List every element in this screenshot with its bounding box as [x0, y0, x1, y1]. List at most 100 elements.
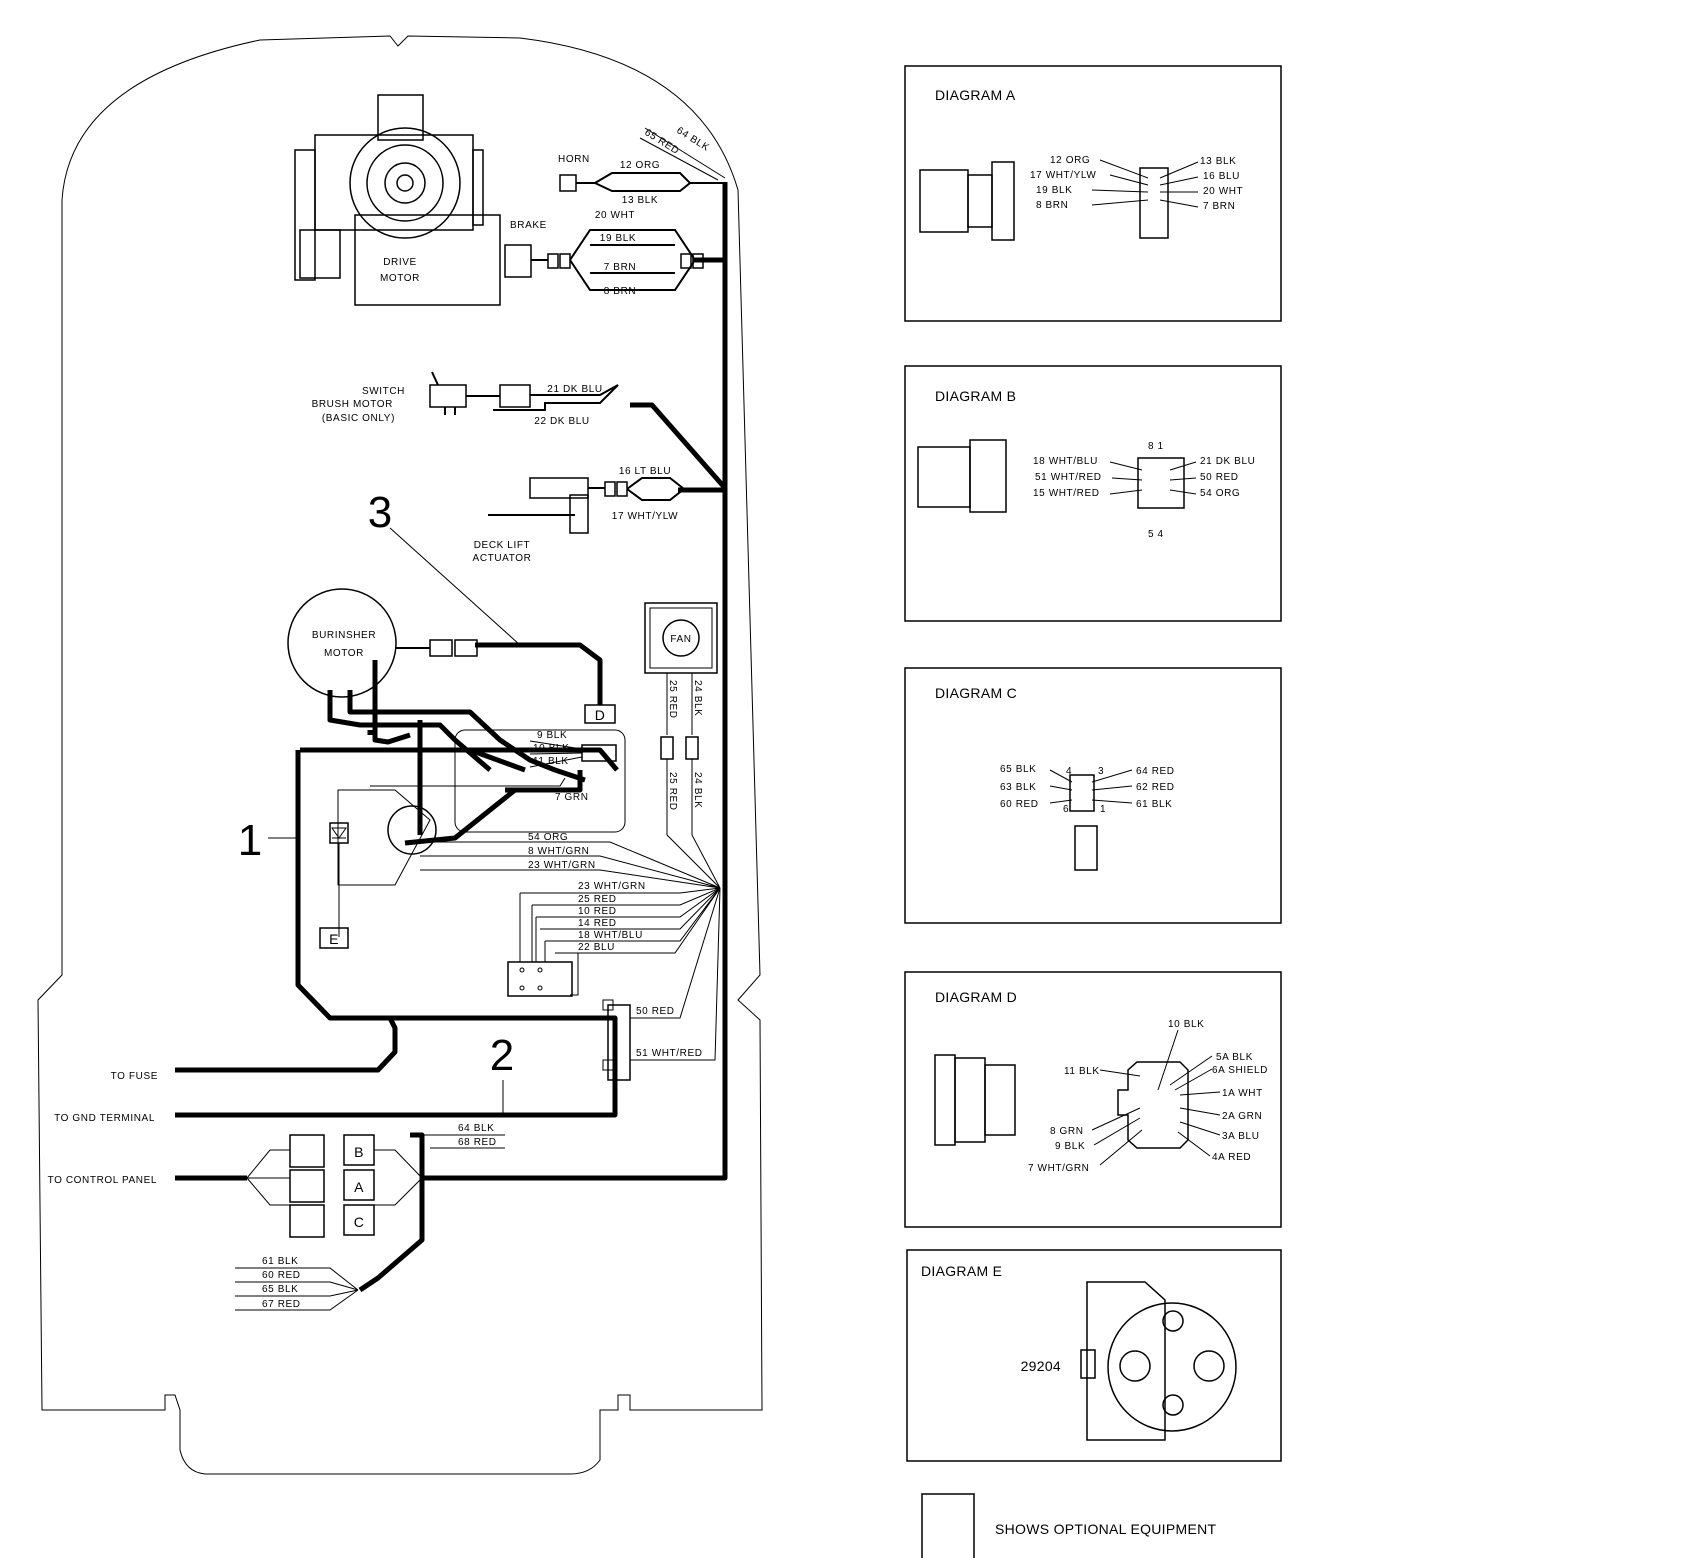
connector-b: B	[354, 1144, 364, 1160]
diagram-c-title: DIAGRAM C	[935, 685, 1017, 701]
diagram-c-pin-1: 1	[1100, 804, 1106, 815]
connector-c: C	[354, 1214, 364, 1230]
diagram-b: DIAGRAM B 8 1 5 4 18 WHT/BLU 51 WHT/RED …	[904, 365, 1282, 622]
diagram-e-part-number: 29204	[1021, 1358, 1061, 1374]
main-harness	[175, 182, 728, 1293]
deck-lift-assembly: 16 LT BLU 17 WHT/YLW DECK LIFT ACTUATOR	[473, 466, 686, 564]
diagram-b-15-wht-red: 15 WHT/RED	[1033, 488, 1100, 499]
control-panel-connectors: B A C 64 BLK 68 RED 61 BLK 60 RED 65 BLK…	[235, 1123, 505, 1311]
ctrl-60-red: 60 RED	[262, 1270, 301, 1281]
connector-a: A	[354, 1179, 364, 1195]
bundle-25-red: 25 RED	[578, 894, 617, 905]
horn-label: HORN	[558, 154, 590, 165]
wire-8-wht-grn: 8 WHT/GRN	[528, 846, 590, 857]
label-to-control-panel: TO CONTROL PANEL	[48, 1175, 157, 1186]
diagram-d: DIAGRAM D 10 BLK 11 BLK 8 GRN 9 BLK 7 WH…	[904, 971, 1282, 1228]
label-to-gnd-terminal: TO GND TERMINAL	[54, 1113, 155, 1124]
fan-wire-24-blk-b: 24 BLK	[692, 772, 703, 808]
diagram-a-13-blk: 13 BLK	[1200, 156, 1236, 167]
burnisher-label-2: MOTOR	[324, 648, 364, 659]
diagram-c-63-blk: 63 BLK	[1000, 782, 1036, 793]
diagram-d-11-blk: 11 BLK	[1064, 1066, 1100, 1077]
diagram-d-9-blk: 9 BLK	[1055, 1141, 1085, 1152]
fan-wire-24-blk-a: 24 BLK	[692, 680, 703, 716]
diagram-c-pin-6: 6	[1063, 804, 1069, 815]
brush-switch-assembly: SWITCH BRUSH MOTOR (BASIC ONLY) 21 DK BL…	[312, 371, 619, 427]
diagram-a-19-blk: 19 BLK	[1036, 185, 1072, 196]
diagram-d-10-blk: 10 BLK	[1168, 1019, 1204, 1030]
drive-motor-label-1: DRIVE	[383, 257, 417, 268]
ctrl-64-blk: 64 BLK	[458, 1123, 494, 1134]
fan-wire-25-red-a: 25 RED	[667, 680, 678, 719]
diagram-d-3a-blu: 3A BLU	[1222, 1131, 1260, 1142]
diagram-d-2a-grn: 2A GRN	[1222, 1111, 1262, 1122]
diagram-b-51-wht-red: 51 WHT/RED	[1035, 472, 1102, 483]
wire-20-wht: 20 WHT	[595, 210, 635, 221]
wire-7-brn: 7 BRN	[604, 262, 636, 273]
diagram-e: DIAGRAM E 29204	[906, 1249, 1282, 1462]
wire-19-blk: 19 BLK	[600, 233, 636, 244]
relay-50-red: 50 RED	[636, 1006, 675, 1017]
bundle-22-blu: 22 BLU	[578, 942, 615, 953]
wire-9-blk: 9 BLK	[537, 730, 567, 741]
wire-7-grn: 7 GRN	[555, 792, 589, 803]
wire-54-org: 54 ORG	[528, 832, 568, 843]
bundle-23-wht-grn: 23 WHT/GRN	[578, 881, 646, 892]
fan-wire-25-red-b: 25 RED	[667, 772, 678, 811]
label-to-fuse: TO FUSE	[111, 1071, 158, 1082]
bundle-10-red: 10 RED	[578, 906, 617, 917]
legend: SHOWS OPTIONAL EQUIPMENT	[921, 1493, 1217, 1558]
wire-11-blk: 11 BLK	[533, 756, 569, 767]
connector-e: E	[329, 931, 339, 947]
wire-17-wht-ylw: 17 WHT/YLW	[612, 511, 678, 522]
diagram-a-17-wht-ylw: 17 WHT/YLW	[1030, 170, 1096, 181]
wire-16-lt-blu: 16 LT BLU	[619, 466, 671, 477]
diagram-c: DIAGRAM C 4 3 6 1 65 BLK 63 BLK 60 RED 6…	[904, 667, 1282, 924]
fan-assembly: FAN 25 RED 24 BLK 25 RED 24 BLK	[644, 602, 721, 889]
diagram-d-8-grn: 8 GRN	[1050, 1126, 1084, 1137]
diagram-b-54-org: 54 ORG	[1200, 488, 1240, 499]
diagram-c-pin-3: 3	[1098, 766, 1104, 777]
wire-13-blk: 13 BLK	[622, 195, 658, 206]
horn-assembly: HORN 12 ORG 13 BLK 64 BLK 65 RED	[558, 125, 726, 206]
ctrl-68-red: 68 RED	[458, 1137, 497, 1148]
drive-motor-assembly: DRIVE MOTOR BRAKE 20 WHT 19 BLK 7 BRN 8 …	[294, 94, 704, 306]
wire-10-blk: 10 BLK	[533, 743, 569, 754]
wire-23-wht-grn: 23 WHT/GRN	[528, 860, 596, 871]
wire-21-dk-blu: 21 DK BLU	[547, 384, 602, 395]
wire-8-brn: 8 BRN	[604, 286, 636, 297]
fan-label: FAN	[670, 634, 691, 645]
deck-lift-label-1: DECK LIFT	[474, 540, 531, 551]
ctrl-61-blk: 61 BLK	[262, 1256, 298, 1267]
switch-label-1: SWITCH	[362, 386, 405, 397]
diagram-d-title: DIAGRAM D	[935, 989, 1017, 1005]
diagram-d-7-wht-grn: 7 WHT/GRN	[1028, 1163, 1090, 1174]
diagram-d-4a-red: 4A RED	[1212, 1152, 1251, 1163]
diagram-a-8-brn: 8 BRN	[1036, 200, 1068, 211]
diagram-a-12-org: 12 ORG	[1050, 155, 1090, 166]
machine-outline	[37, 35, 763, 1475]
bundle-14-red: 14 RED	[578, 918, 617, 929]
diagram-b-pin-bottom: 5 4	[1148, 529, 1164, 540]
diagram-a-20-wht: 20 WHT	[1203, 186, 1243, 197]
callout-2: 2	[490, 1031, 514, 1080]
diagram-d-1a-wht: 1A WHT	[1222, 1088, 1263, 1099]
ctrl-65-blk: 65 BLK	[262, 1284, 298, 1295]
connector-d: D	[595, 707, 605, 723]
diagram-d-6a-shield: 6A SHIELD	[1212, 1065, 1268, 1076]
diagram-b-pin-top: 8 1	[1148, 441, 1164, 452]
burnisher-area: 3 BURINSHER MOTOR D 9 BLK 10 BLK 11 BLK …	[238, 488, 721, 949]
bundle-18-wht-blu: 18 WHT/BLU	[578, 930, 643, 941]
diagram-c-65-blk: 65 BLK	[1000, 764, 1036, 775]
wire-12-org: 12 ORG	[620, 160, 660, 171]
diagram-b-50-red: 50 RED	[1200, 472, 1239, 483]
legend-text: SHOWS OPTIONAL EQUIPMENT	[995, 1521, 1217, 1537]
deck-lift-label-2: ACTUATOR	[473, 553, 532, 564]
diagram-e-title: DIAGRAM E	[921, 1263, 1002, 1279]
diagram-a-16-blu: 16 BLU	[1203, 171, 1240, 182]
diagram-a-7-brn: 7 BRN	[1203, 201, 1235, 212]
burnisher-label-1: BURINSHER	[312, 630, 376, 641]
drive-motor-label-2: MOTOR	[380, 273, 420, 284]
diagram-c-61-blk: 61 BLK	[1136, 799, 1172, 810]
